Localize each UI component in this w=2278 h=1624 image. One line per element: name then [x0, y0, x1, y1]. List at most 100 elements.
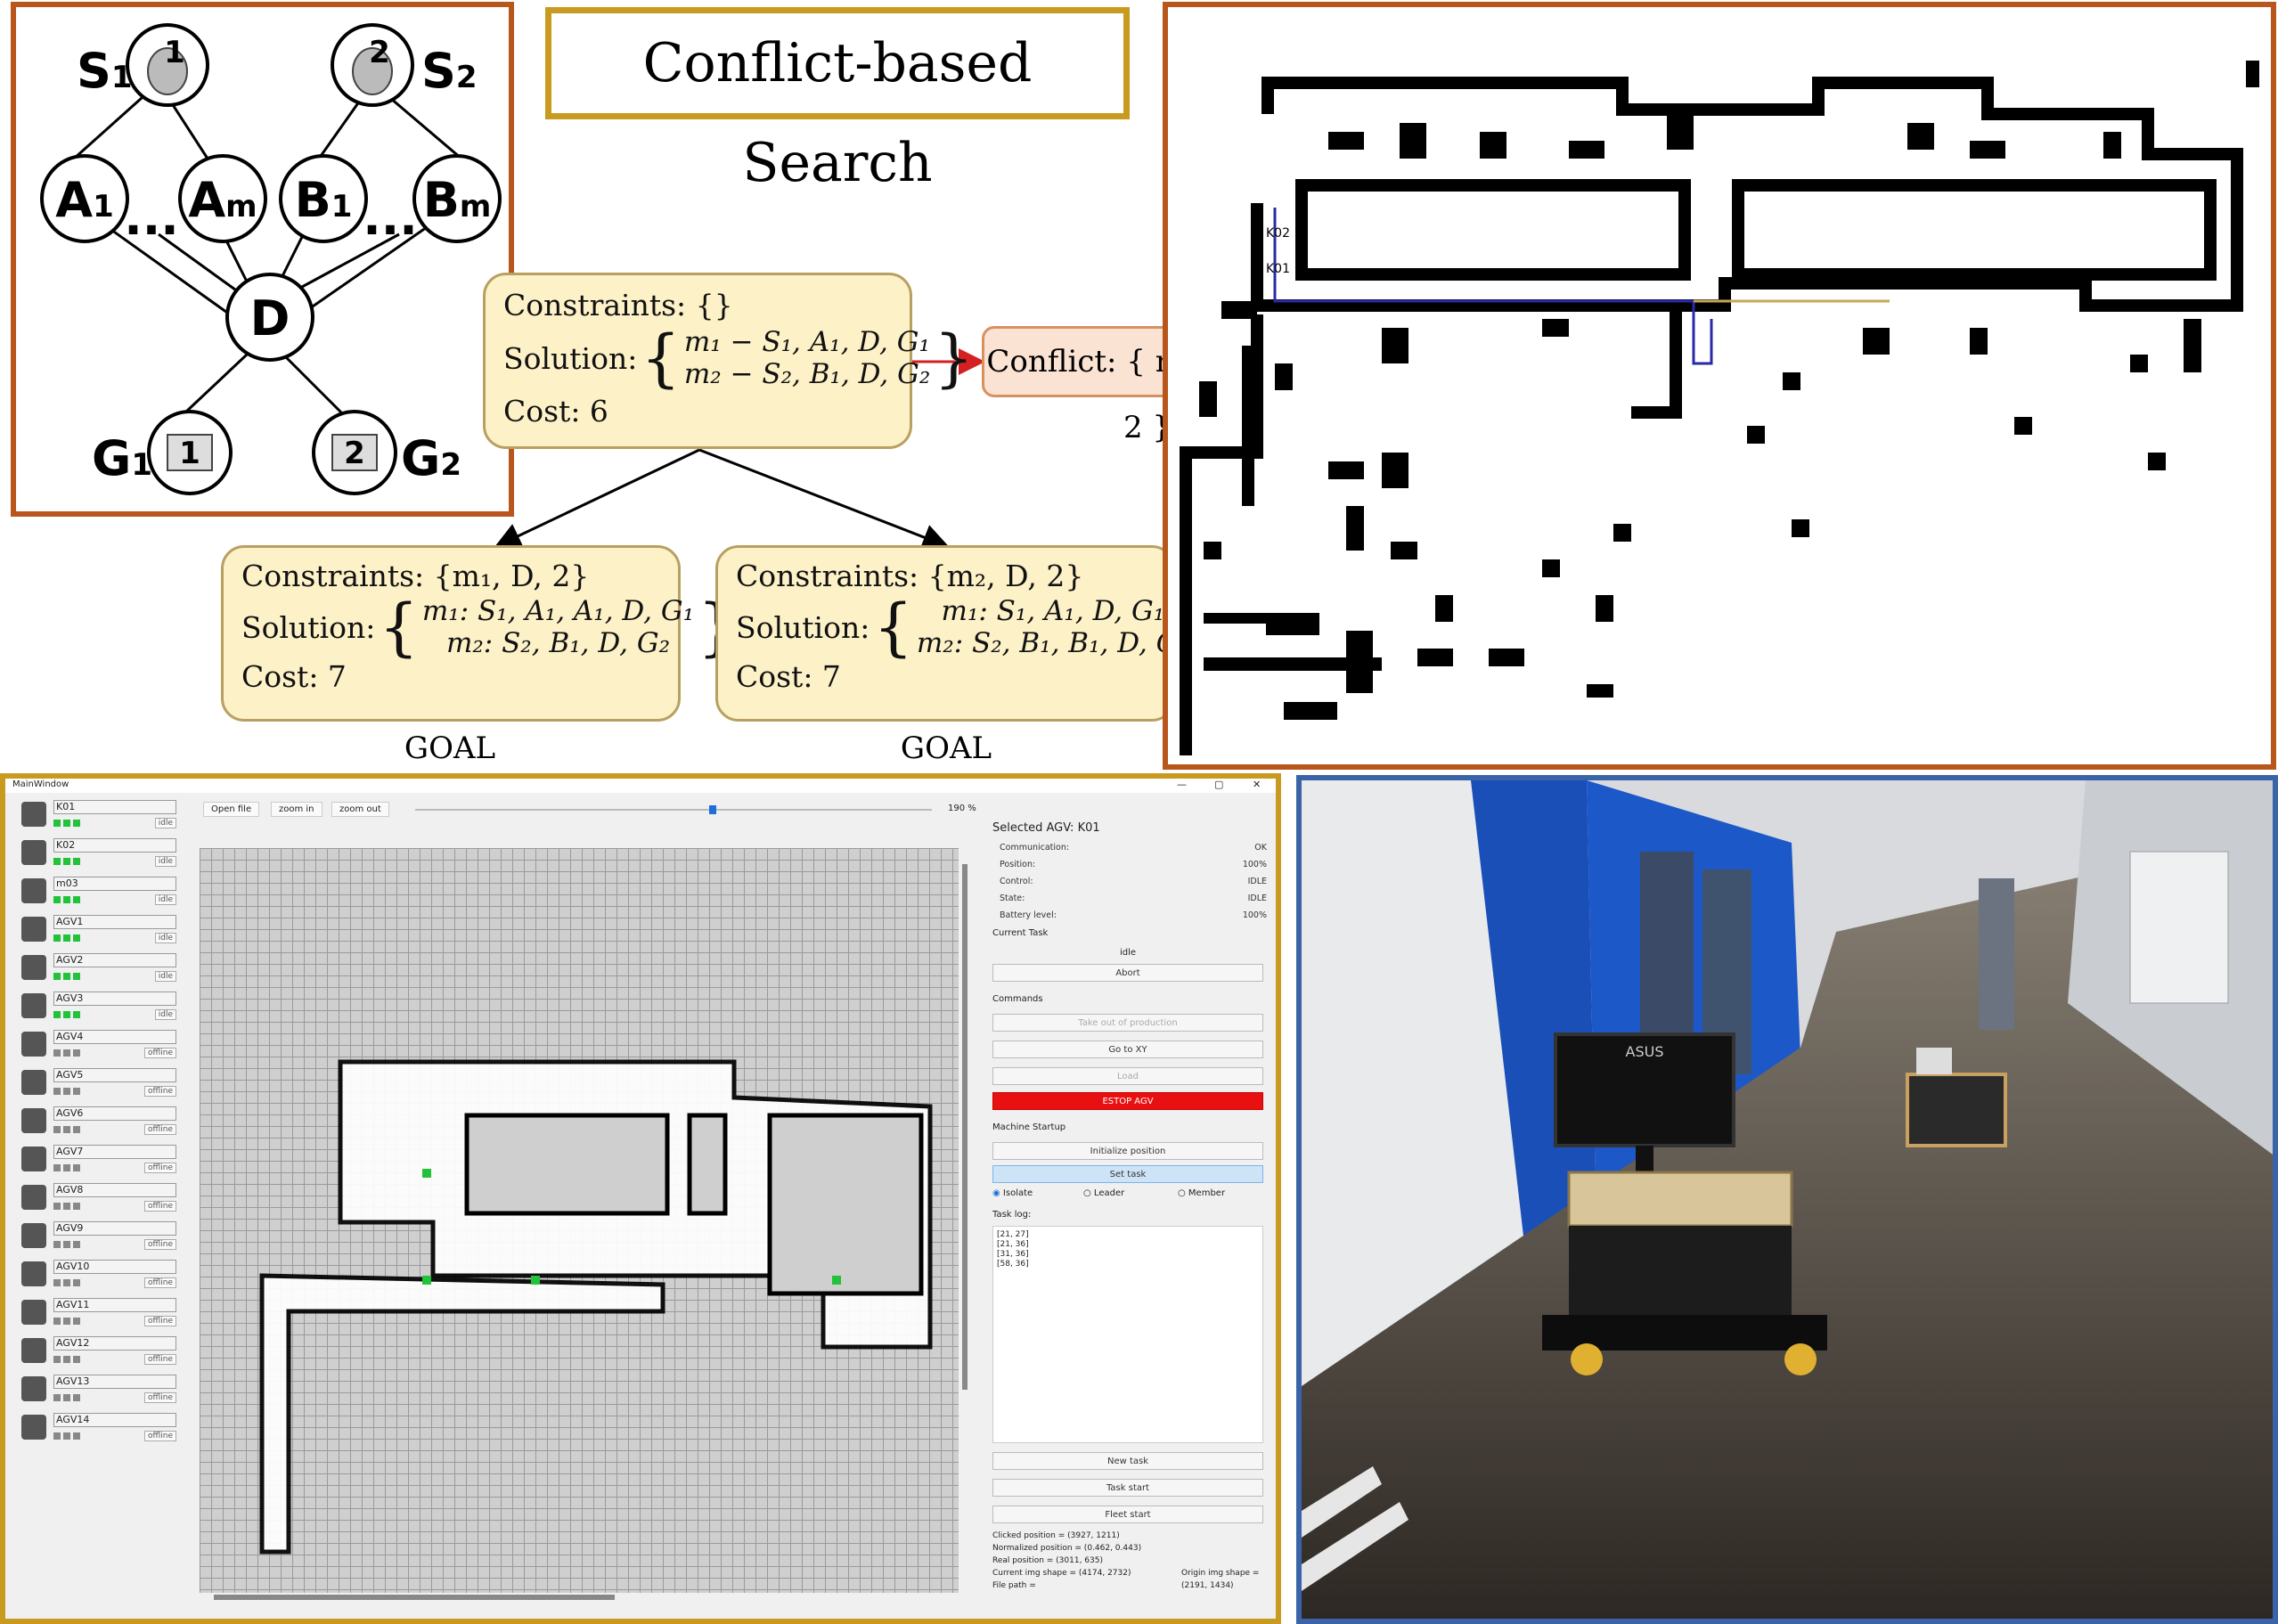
status-led-icon	[63, 973, 70, 980]
close-icon[interactable]: ✕	[1253, 779, 1261, 790]
left-cost: Cost: 7	[241, 659, 347, 694]
map-hscrollbar[interactable]	[214, 1595, 615, 1600]
right-solution-label: Solution:	[736, 609, 870, 645]
status-led-icon	[63, 1164, 70, 1171]
agv-status: offline	[144, 1201, 176, 1212]
initialize-position-button[interactable]: Initialize position	[992, 1142, 1263, 1160]
agv-status-leds	[53, 1009, 83, 1021]
agv-name: AGV12	[53, 1336, 176, 1351]
agv-name: m03	[53, 877, 176, 891]
zoom-in-button[interactable]: zoom in	[271, 802, 323, 817]
load-button[interactable]: Load	[992, 1067, 1263, 1085]
root-cost: Cost: 6	[503, 394, 608, 428]
open-file-button[interactable]: Open file	[203, 802, 260, 817]
tree-connectors	[494, 348, 985, 551]
new-task-button[interactable]: New task	[992, 1452, 1263, 1470]
root-solution-label: Solution:	[503, 340, 638, 376]
maximize-icon[interactable]: ▢	[1214, 779, 1224, 790]
task-log-entry: [31, 36]	[997, 1250, 1029, 1259]
zoom-slider-handle[interactable]	[709, 805, 716, 814]
status-key: Battery level:	[1000, 910, 1057, 920]
agv-status: idle	[154, 894, 176, 905]
goal-id-1: 1	[179, 436, 200, 471]
waypoint-marker	[832, 1276, 841, 1285]
minimize-icon[interactable]: —	[1177, 779, 1187, 790]
status-led-icon	[73, 1011, 80, 1018]
status-led-icon	[63, 1318, 70, 1325]
agv-status-leds	[53, 894, 83, 906]
status-led-icon	[53, 1394, 61, 1401]
agv-status-leds	[53, 933, 83, 944]
status-led-icon	[53, 1432, 61, 1440]
map-outer-wall	[1251, 77, 2243, 312]
zoom-out-button[interactable]: zoom out	[331, 802, 389, 817]
agv-status: idle	[154, 971, 176, 982]
status-value: IDLE	[1247, 894, 1267, 903]
status-value: IDLE	[1247, 877, 1267, 886]
far-robot	[1906, 1073, 2007, 1147]
current-task-label: Current Task	[992, 928, 1049, 938]
radio-isolate[interactable]: ◉ Isolate	[992, 1188, 1033, 1198]
grid-map-view[interactable]	[200, 848, 959, 1593]
zoom-slider[interactable]	[415, 805, 932, 814]
radio-leader[interactable]: ○ Leader	[1083, 1188, 1124, 1198]
robot-icon	[21, 1185, 46, 1210]
status-row: Control:IDLE	[1000, 877, 1267, 886]
status-led-icon	[53, 1164, 61, 1171]
robot-icon	[21, 1300, 46, 1325]
label-s1: S1	[77, 43, 133, 99]
map-obstacles	[1199, 61, 2259, 720]
occupancy-map-panel: K02 K01	[1163, 2, 2276, 770]
graph-panel: 1 2 S1 S2 A1 Am B1 Bm ... ... D 1 2 G1 G…	[11, 2, 514, 517]
agv-name: AGV7	[53, 1145, 176, 1159]
node-am	[178, 154, 267, 243]
map-vscrollbar[interactable]	[962, 864, 968, 1390]
floor-west	[259, 1273, 665, 1555]
status-led-icon	[63, 1394, 70, 1401]
status-led-icon	[53, 820, 61, 827]
right-constraints: Constraints: {m₂, D, 2}	[736, 559, 1084, 593]
go-to-xy-button[interactable]: Go to XY	[992, 1041, 1263, 1058]
agv-name: AGV9	[53, 1221, 176, 1236]
agv-status: idle	[154, 856, 176, 867]
robot-id-1: 1	[164, 35, 185, 70]
robot-icon	[21, 878, 46, 903]
status-led-icon	[73, 1356, 80, 1363]
take-out-of-production-button[interactable]: Take out of production	[992, 1014, 1263, 1032]
radio-member[interactable]: ○ Member	[1178, 1188, 1225, 1198]
agv-list-item[interactable]: m03 idle	[21, 877, 178, 915]
left-goal-label: GOAL	[404, 730, 496, 766]
task-start-button[interactable]: Task start	[992, 1479, 1263, 1497]
agv-name: AGV3	[53, 992, 176, 1006]
fleet-start-button[interactable]: Fleet start	[992, 1506, 1263, 1523]
abort-button[interactable]: Abort	[992, 964, 1263, 982]
robot-wheel	[1571, 1343, 1603, 1375]
task-log-entry: [21, 36]	[997, 1240, 1029, 1249]
agv-status-leds	[53, 1124, 83, 1136]
agv-status-leds	[53, 1316, 83, 1327]
set-task-button[interactable]: Set task	[992, 1165, 1263, 1183]
robot-body	[1569, 1226, 1792, 1324]
task-log[interactable]: [21, 27] [21, 36] [31, 36] [58, 36]	[992, 1226, 1263, 1443]
robot-icon	[352, 47, 393, 95]
estop-button[interactable]: ESTOP AGV	[992, 1092, 1263, 1110]
status-row: Position:100%	[1000, 860, 1267, 869]
waypoint-marker	[531, 1276, 540, 1285]
